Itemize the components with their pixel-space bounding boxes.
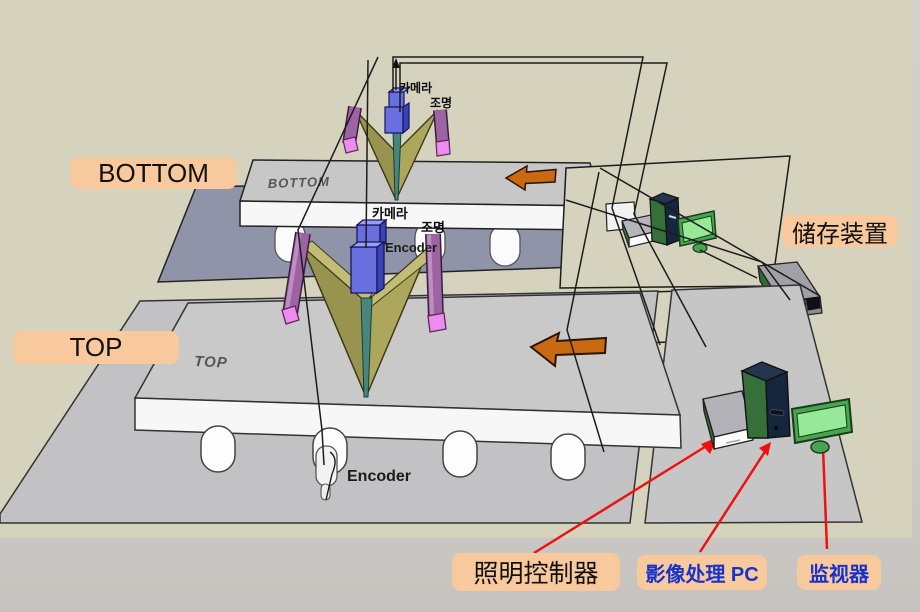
top-beam-front bbox=[134, 397, 682, 449]
callout-top-stage: TOP bbox=[13, 331, 179, 364]
callout-bottom-stage: BOTTOM bbox=[70, 157, 237, 189]
controller-side bbox=[702, 398, 715, 450]
aux-controller-side bbox=[621, 220, 630, 248]
monitor-screen bbox=[796, 404, 848, 438]
encoder-tip bbox=[320, 483, 331, 501]
cable-line bbox=[566, 171, 605, 453]
camera-box bbox=[384, 87, 411, 135]
camera-box bbox=[348, 218, 388, 295]
camera-upper-label: 카메라 bbox=[399, 80, 432, 95]
aux-pc-tower bbox=[648, 192, 681, 246]
pc-front bbox=[765, 370, 791, 439]
encoder-floor-label: Encoder bbox=[347, 468, 411, 485]
light-bar-highlight bbox=[285, 233, 301, 311]
callout-monitor: 监视器 bbox=[797, 555, 881, 590]
monitor-stand bbox=[810, 440, 830, 454]
signal-cables bbox=[297, 56, 821, 466]
cable-line bbox=[599, 167, 821, 297]
light-bar-body bbox=[283, 231, 310, 316]
light-bar-right bbox=[425, 233, 447, 333]
camera-unit-lower: 카메라 조명 Encoder bbox=[281, 206, 447, 398]
light-bar-tip bbox=[435, 139, 451, 157]
controller-slot bbox=[725, 439, 741, 444]
cable-line bbox=[699, 249, 758, 279]
light-bar-left bbox=[281, 231, 311, 325]
roller bbox=[442, 430, 478, 478]
flow-arrow-icon bbox=[529, 331, 608, 368]
encoder-device bbox=[315, 445, 338, 501]
encoder-body bbox=[315, 445, 338, 487]
aux-pc-slot bbox=[668, 215, 677, 219]
roller bbox=[489, 223, 521, 267]
callout-storage-device: 储存装置 bbox=[782, 215, 898, 248]
pointer-arrows bbox=[533, 437, 829, 555]
monitor-device bbox=[790, 397, 854, 454]
camera-lower-body bbox=[350, 246, 378, 294]
camera-unit-upper: 카메라 조명 bbox=[342, 58, 452, 201]
pointer-arrow-pc bbox=[698, 449, 768, 553]
light-lower-label: 조명 bbox=[421, 220, 445, 235]
pointer-arrowhead bbox=[759, 442, 771, 456]
callout-lighting-controller: 照明控制器 bbox=[452, 553, 620, 591]
light-upper-label: 조명 bbox=[430, 96, 452, 110]
aux-monitor-stand bbox=[692, 242, 708, 254]
light-bar-tip bbox=[427, 312, 447, 333]
storage-slot-b bbox=[806, 296, 821, 311]
light-bar-body bbox=[434, 109, 449, 147]
light-bar-tip bbox=[281, 305, 300, 325]
camera-lower-side bbox=[376, 240, 385, 295]
light-bar-highlight bbox=[427, 234, 434, 315]
light-bar-tip bbox=[342, 136, 359, 154]
up-arrow-icon bbox=[392, 58, 400, 68]
encoder-mid-label: Encoder bbox=[385, 240, 437, 255]
light-bar-right bbox=[433, 109, 451, 157]
cable-line bbox=[392, 56, 661, 346]
pc-cd-slot bbox=[769, 409, 785, 416]
roller bbox=[550, 433, 586, 481]
camera-lower-label: 카메라 bbox=[372, 206, 408, 221]
pc-power-button bbox=[774, 426, 778, 430]
camera-main-side bbox=[402, 101, 410, 135]
encoder-cable bbox=[325, 451, 336, 501]
light-bar-body bbox=[426, 233, 443, 319]
cable-line bbox=[365, 59, 369, 249]
flow-arrow-icon bbox=[504, 164, 557, 192]
image-processing-pc-device bbox=[740, 361, 791, 439]
cable-line bbox=[297, 56, 379, 466]
cable-line bbox=[399, 62, 707, 348]
pointer-arrow-controller bbox=[533, 443, 709, 555]
top-beam-embossed-text: TOP bbox=[194, 353, 228, 372]
bottom-beam-embossed-text: BOTTOM bbox=[268, 174, 331, 191]
lens-line bbox=[360, 297, 373, 398]
light-bar-left bbox=[342, 105, 362, 154]
callout-image-processing-pc: 影像处理 PC bbox=[637, 555, 767, 590]
roller bbox=[200, 425, 236, 473]
pointer-arrow-monitor bbox=[821, 447, 829, 550]
